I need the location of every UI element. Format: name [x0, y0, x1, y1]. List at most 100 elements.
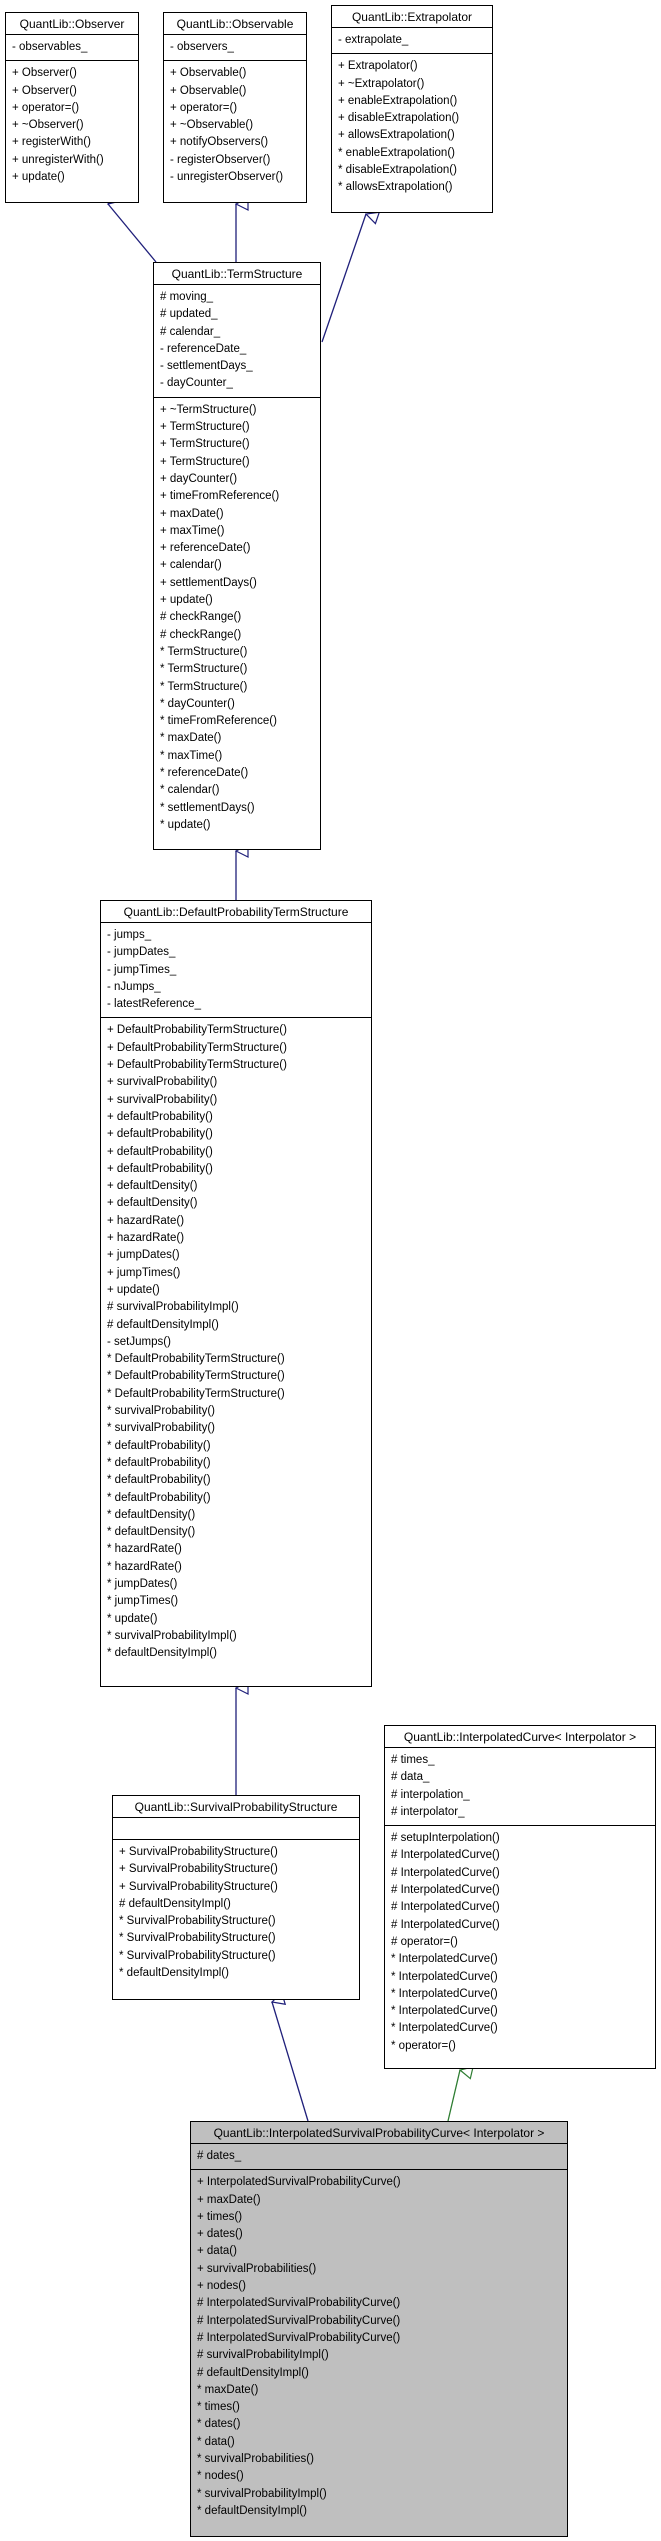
class-defaultprobabilitytermstructure[interactable]: QuantLib::DefaultProbabilityTermStructur…	[100, 900, 372, 1687]
member-item: * referenceDate()	[160, 767, 249, 780]
attributes-section: # times_# data_# interpolation_# interpo…	[385, 1748, 655, 1827]
member-item: + hazardRate()	[107, 1232, 185, 1245]
class-title: QuantLib::InterpolatedCurve< Interpolato…	[385, 1726, 655, 1748]
member-item: * defaultProbability()	[107, 1439, 211, 1452]
member-item: # InterpolatedSurvivalProbabilityCurve()	[197, 2314, 401, 2327]
member-item: - jumps_	[107, 929, 152, 941]
member-item: * timeFromReference()	[160, 715, 277, 728]
class-observable[interactable]: QuantLib::Observable - observers_ + Obse…	[163, 12, 307, 203]
member-item: + data()	[197, 2245, 237, 2258]
member-item: * survivalProbability()	[107, 1422, 216, 1435]
member-item: # InterpolatedSurvivalProbabilityCurve()	[197, 2297, 401, 2310]
class-survivalprobabilitystructure[interactable]: QuantLib::SurvivalProbabilityStructure +…	[112, 1795, 360, 2000]
member-item: # InterpolatedSurvivalProbabilityCurve()	[197, 2331, 401, 2344]
member-item: + Observer()	[12, 67, 77, 80]
member-item: * jumpDates()	[107, 1577, 178, 1590]
member-item: # InterpolatedCurve()	[391, 1866, 500, 1879]
member-item: * disableExtrapolation()	[338, 164, 457, 177]
member-item: # calendar_	[160, 325, 221, 338]
methods-section: # setupInterpolation()# InterpolatedCurv…	[385, 1826, 655, 2059]
class-observer[interactable]: QuantLib::Observer - observables_ + Obse…	[5, 12, 139, 203]
member-item: + Observable()	[170, 84, 247, 97]
member-item: + referenceDate()	[160, 542, 251, 555]
member-item: + TermStructure()	[160, 438, 250, 451]
member-item: * update()	[107, 1612, 158, 1625]
member-item: + SurvivalProbabilityStructure()	[119, 1846, 278, 1858]
member-item: + dates()	[197, 2228, 243, 2241]
member-item: # times_	[391, 1754, 435, 1766]
class-title: QuantLib::DefaultProbabilityTermStructur…	[101, 901, 371, 923]
member-item: + DefaultProbabilityTermStructure()	[107, 1059, 287, 1072]
member-item: * defaultProbability()	[107, 1474, 211, 1487]
member-item: + enableExtrapolation()	[338, 94, 458, 107]
member-item: * hazardRate()	[107, 1543, 182, 1556]
member-item: # survivalProbabilityImpl()	[197, 2349, 329, 2362]
member-item: + Observer()	[12, 84, 77, 97]
member-item: - unregisterObserver()	[170, 171, 284, 184]
member-item: * times()	[197, 2401, 240, 2414]
member-item: # interpolation_	[391, 1788, 470, 1801]
class-title: QuantLib::Extrapolator	[332, 6, 492, 28]
class-interpolatedcurve[interactable]: QuantLib::InterpolatedCurve< Interpolato…	[384, 1725, 656, 2069]
methods-section: + Observer() + Observer() + operator=() + ~…	[6, 61, 138, 190]
attributes-section: - jumps_- jumpDates_- jumpTimes_- nJumps…	[101, 923, 371, 1019]
member-item: # InterpolatedCurve()	[391, 1849, 500, 1862]
member-item: - dayCounter_	[160, 377, 233, 390]
class-interpolatedsurvivalprobabilitycurve[interactable]: QuantLib::InterpolatedSurvivalProbabilit…	[190, 2121, 568, 2537]
class-title: QuantLib::Observer	[6, 13, 138, 35]
member-item: # defaultDensityImpl()	[119, 1897, 231, 1910]
member-item: - observables_	[12, 41, 88, 53]
member-item: * InterpolatedCurve()	[391, 1970, 498, 1983]
member-item: * update()	[160, 818, 211, 831]
member-item: + maxTime()	[160, 524, 225, 537]
class-extrapolator[interactable]: QuantLib::Extrapolator - extrapolate_ + …	[331, 5, 493, 213]
member-item: + update()	[12, 171, 65, 184]
member-item: + SurvivalProbabilityStructure()	[119, 1880, 278, 1893]
member-item: - registerObserver()	[170, 153, 271, 166]
member-item: + disableExtrapolation()	[338, 112, 460, 125]
class-title: QuantLib::SurvivalProbabilityStructure	[113, 1796, 359, 1818]
member-item: # moving_	[160, 291, 214, 303]
member-item: # operator=()	[391, 1935, 458, 1948]
member-item: + DefaultProbabilityTermStructure()	[107, 1024, 287, 1037]
member-item: # checkRange()	[160, 611, 242, 624]
member-item: # InterpolatedCurve()	[391, 1884, 500, 1897]
member-item: + settlementDays()	[160, 576, 257, 589]
member-item: + operator=()	[12, 101, 80, 114]
member-item: * maxTime()	[160, 749, 223, 762]
member-item: * allowsExtrapolation()	[338, 181, 453, 194]
member-item: * SurvivalProbabilityStructure()	[119, 1932, 276, 1945]
member-item: + ~Extrapolator()	[338, 77, 425, 90]
member-item: + ~Observer()	[12, 119, 84, 132]
class-title: QuantLib::Observable	[164, 13, 306, 35]
member-item: * survivalProbabilityImpl()	[107, 1629, 237, 1642]
attributes-section: - observers_	[164, 35, 306, 62]
member-item: + update()	[160, 594, 213, 607]
member-item: + ~TermStructure()	[160, 403, 257, 416]
member-item: * defaultDensityImpl()	[119, 1967, 229, 1980]
attributes-section: - extrapolate_	[332, 28, 492, 55]
member-item: + Observable()	[170, 67, 247, 80]
attributes-section: - observables_	[6, 35, 138, 62]
member-item: + jumpDates()	[107, 1249, 180, 1262]
member-item: * nodes()	[197, 2470, 244, 2483]
member-item: + ~Observable()	[170, 119, 254, 132]
class-termstructure[interactable]: QuantLib::TermStructure # moving_# updat…	[153, 262, 321, 850]
member-item: # data_	[391, 1771, 430, 1784]
member-item: * dayCounter()	[160, 697, 235, 710]
member-item: + timeFromReference()	[160, 490, 280, 503]
member-item: # InterpolatedCurve()	[391, 1901, 500, 1914]
member-item: # defaultDensityImpl()	[107, 1318, 219, 1331]
edge-termstructure-observer	[108, 204, 157, 263]
member-item: * DefaultProbabilityTermStructure()	[107, 1387, 285, 1400]
member-item: * InterpolatedCurve()	[391, 1987, 498, 2000]
member-item: # updated_	[160, 308, 218, 321]
member-item: + allowsExtrapolation()	[338, 129, 455, 142]
member-item: * dates()	[197, 2418, 241, 2431]
member-item: * operator=()	[391, 2039, 456, 2052]
member-item: + dayCounter()	[160, 472, 238, 485]
member-item: * maxDate()	[160, 732, 222, 745]
member-item: * DefaultProbabilityTermStructure()	[107, 1353, 285, 1366]
member-item: * enableExtrapolation()	[338, 146, 455, 159]
member-item: * maxDate()	[197, 2383, 259, 2396]
